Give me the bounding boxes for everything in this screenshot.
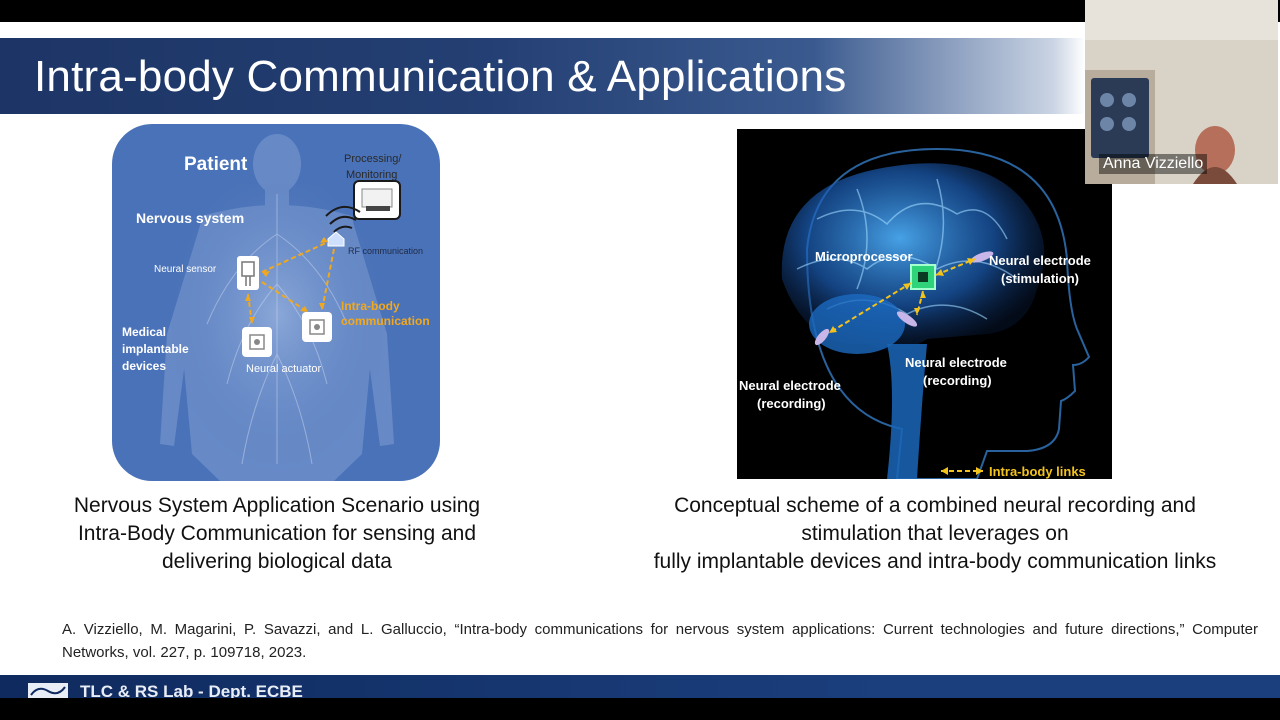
stim-electrode-sub: (stimulation) (1001, 271, 1079, 286)
patient-figure: Patient Processing/ Monitoring Nervous s… (112, 124, 440, 481)
processing-label: Processing/ (344, 153, 402, 165)
legend-label: Intra-body links (989, 464, 1086, 479)
caption-right-line2: stimulation that leverages on (801, 522, 1069, 545)
monitoring-label: Monitoring (346, 169, 397, 181)
monitor-icon (353, 180, 401, 220)
neural-sensor-icon (237, 256, 259, 290)
caption-left-line1: Nervous System Application Scenario usin… (73, 494, 481, 517)
rec-electrode-mid-sub: (recording) (923, 373, 992, 388)
electrode-stimulation-icon (970, 251, 994, 263)
nervous-system-label: Nervous system (136, 210, 244, 226)
caption-left-line2: Intra-Body Communication for sensing and (77, 522, 477, 545)
footer-text: TLC & RS Lab - Dept. ECBE (80, 682, 303, 698)
footer-bar: TLC & RS Lab - Dept. ECBE (0, 675, 1280, 698)
rf-waves-icon (325, 205, 361, 233)
stim-electrode-label: Neural electrode (989, 253, 1091, 268)
rec-electrode-left-sub: (recording) (757, 396, 826, 411)
caption-left: Nervous System Application Scenario usin… (30, 492, 524, 576)
electrode-recording-mid-icon (896, 311, 918, 327)
rec-electrode-mid-label: Neural electrode (905, 355, 1007, 370)
slide-title: Intra-body Communication & Applications (34, 52, 847, 101)
title-bar: Intra-body Communication & Applications (0, 38, 1085, 114)
electrode-recording-left-icon (814, 328, 830, 346)
rec-electrode-left-label: Neural electrode (739, 378, 841, 393)
reference-citation: A. Vizziello, M. Magarini, P. Savazzi, a… (62, 621, 1258, 661)
presentation-slide: Intra-body Communication & Applications (0, 22, 1280, 698)
legend: Intra-body links (941, 464, 1086, 479)
neural-sensor-label: Neural sensor (154, 264, 217, 275)
participant-video-tile[interactable]: Anna Vizziello (1085, 0, 1278, 184)
caption-right: Conceptual scheme of a combined neural r… (610, 492, 1260, 576)
caption-right-line3: fully implantable devices and intra-body… (653, 550, 1217, 573)
medical-label: Medical (122, 325, 166, 339)
microprocessor-icon (910, 264, 936, 290)
devices-label: devices (122, 359, 166, 373)
microprocessor-label: Microprocessor (815, 249, 913, 264)
neural-actuator-icon-left (242, 327, 272, 357)
lab-logo-icon (28, 683, 68, 698)
caption-left-line3: delivering biological data (162, 550, 392, 573)
implantable-label: implantable (122, 342, 189, 356)
neural-actuator-label: Neural actuator (246, 363, 322, 375)
caption-right-line1: Conceptual scheme of a combined neural r… (674, 494, 1196, 517)
intra-body-label: Intra-body (341, 299, 400, 313)
patient-label: Patient (184, 154, 248, 175)
rf-communication-label: RF communication (348, 246, 423, 256)
video-feed (1085, 0, 1278, 184)
participant-name: Anna Vizziello (1099, 154, 1208, 174)
rf-node-icon (327, 231, 345, 247)
brain-figure: Microprocessor Neural electrode (stimula… (737, 129, 1112, 479)
neural-actuator-icon-right (302, 312, 332, 342)
communication-label: communication (341, 314, 430, 328)
